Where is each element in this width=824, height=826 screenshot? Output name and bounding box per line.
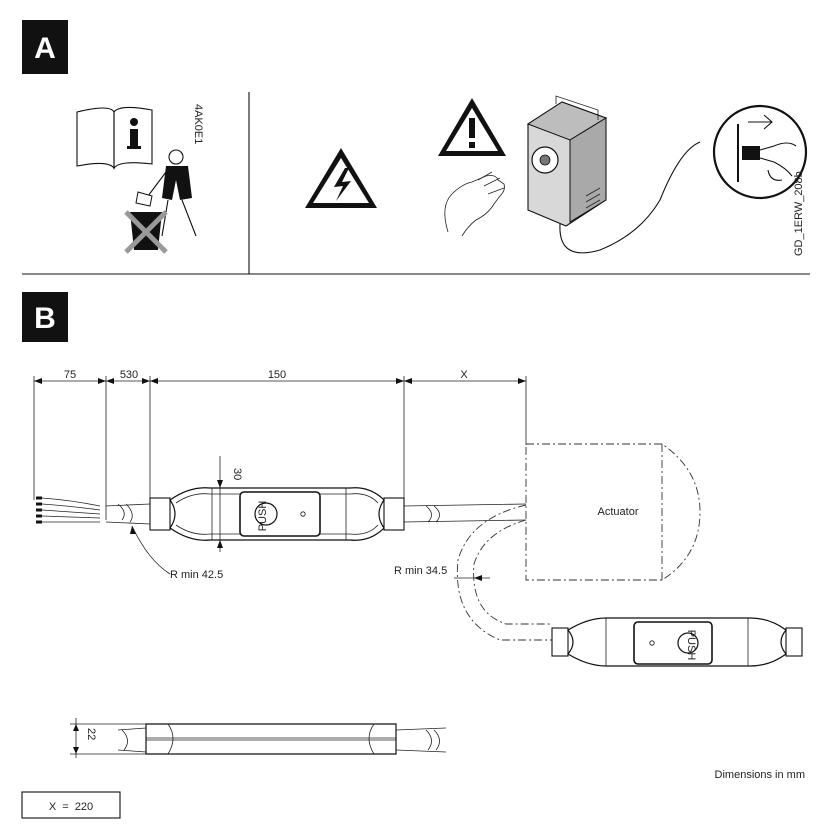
- height-22: 22: [85, 728, 97, 740]
- bent-cable: [456, 504, 552, 641]
- dim-150: 150: [268, 369, 286, 381]
- radius-left: R min 42.5: [170, 569, 223, 581]
- actuator-device-icon: [526, 95, 701, 254]
- cable-to-actuator: [403, 503, 527, 523]
- section-a-badge: A: [22, 20, 68, 74]
- wire-ends: [36, 496, 151, 525]
- push-button-label-bent: PUSH: [685, 630, 697, 661]
- section-a-letter: A: [34, 32, 56, 65]
- section-b-badge: B: [22, 292, 68, 342]
- manual-info-icon: [76, 106, 153, 170]
- x-value-text: X = 220: [49, 801, 93, 813]
- height-30: 30: [231, 468, 243, 480]
- section-a-code-right: GD_1ERW_208b: [793, 171, 805, 256]
- actuator-label: Actuator: [598, 506, 639, 518]
- dimension-chain: [33, 376, 527, 520]
- dim-530: 530: [120, 369, 138, 381]
- height-dimension-side: [70, 718, 146, 758]
- radius-left-leader: [131, 525, 171, 575]
- unplug-icon: [712, 104, 808, 200]
- unit-note: Dimensions in mm: [715, 769, 805, 781]
- dim-75: 75: [64, 369, 76, 381]
- warning-icon: [438, 98, 506, 156]
- electric-hazard-icon: [305, 148, 377, 208]
- connector-module-bent: PUSH: [551, 617, 803, 667]
- connector-module-side: [117, 723, 447, 755]
- push-button-label-main: PUSH: [257, 501, 269, 532]
- height-dimension-main: [217, 456, 223, 552]
- section-b-letter: B: [34, 302, 56, 335]
- radius-right: R min 34.5: [394, 565, 447, 577]
- section-a-code-left: 4AK0E1: [192, 104, 204, 144]
- actuator-outline: [525, 443, 701, 581]
- connector-module-main: PUSH: [149, 487, 405, 541]
- no-dispose-icon: [124, 149, 197, 254]
- dim-x: X: [460, 369, 468, 381]
- hand-icon: [444, 171, 505, 237]
- x-value-box: [21, 791, 121, 819]
